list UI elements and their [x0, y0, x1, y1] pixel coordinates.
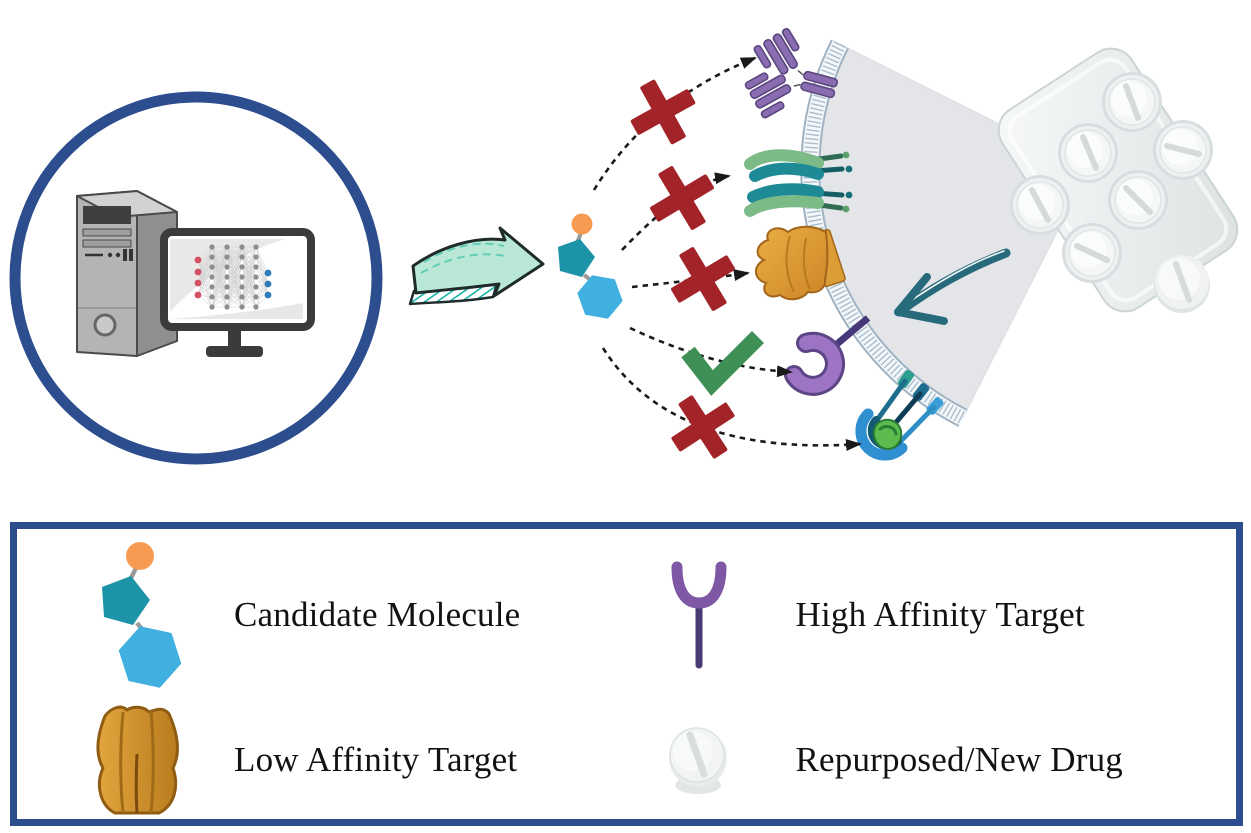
- monitor-icon: [160, 228, 315, 357]
- dimer-receptor-target: [744, 149, 853, 217]
- curved-arrow-icon: [408, 226, 545, 306]
- dashed-arrow-low-affinity: [631, 269, 750, 289]
- repurposed-new-drug-icon: [637, 723, 762, 797]
- low-affinity-target-icon: [75, 702, 200, 818]
- legend-box: Candidate Molecule High Affinity Target …: [10, 522, 1243, 826]
- in-silico-model-circle: [9, 91, 383, 465]
- diagram-svg: [9, 27, 1239, 465]
- cross-mark-3: [671, 247, 735, 311]
- legend-label: Candidate Molecule: [234, 595, 521, 634]
- candidate-molecule-icon: [558, 213, 623, 319]
- receptor-complex-target: [855, 369, 944, 461]
- high-affinity-target: [784, 315, 871, 396]
- cross-mark-4: [671, 395, 735, 459]
- legend-item-high-affinity-target: High Affinity Target: [627, 529, 1237, 701]
- legend-label: Repurposed/New Drug: [795, 740, 1123, 779]
- drug-screening-diagram: [9, 27, 1239, 465]
- legend-item-repurposed-new-drug: Repurposed/New Drug: [627, 701, 1237, 819]
- antibody-target: [744, 27, 839, 119]
- low-affinity-target: [755, 225, 846, 301]
- dashed-arrow-high-affinity: [629, 326, 793, 378]
- neural-network-icon: [194, 244, 272, 310]
- legend-item-low-affinity-target: Low Affinity Target: [17, 701, 627, 819]
- loose-pill-icon: [1154, 255, 1210, 313]
- pill-blister-pack-icon: [997, 47, 1239, 313]
- blister-pills: [1010, 72, 1213, 283]
- result-marks: [630, 79, 765, 459]
- legend-label: Low Affinity Target: [234, 740, 518, 779]
- candidate-molecule-icon: [75, 535, 200, 695]
- cross-mark-1: [630, 79, 696, 145]
- drug-to-target-arrow-icon: [894, 248, 1011, 325]
- cross-mark-2: [650, 166, 714, 230]
- high-affinity-target-icon: [637, 559, 762, 671]
- legend-item-candidate-molecule: Candidate Molecule: [17, 529, 627, 701]
- dashed-arrow-antibody: [592, 56, 757, 191]
- legend-label: High Affinity Target: [795, 595, 1085, 634]
- check-mark: [681, 330, 765, 396]
